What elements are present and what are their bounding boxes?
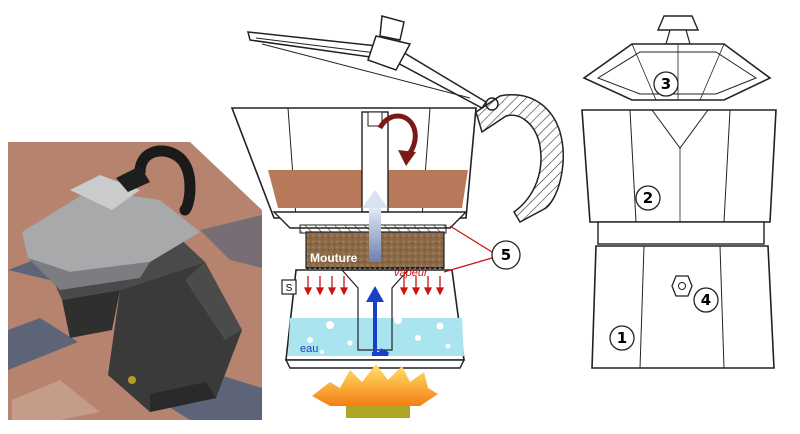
curved-flow-arrow-icon bbox=[377, 113, 418, 166]
callout-5: 5 bbox=[501, 246, 511, 264]
steam-arrow-icon bbox=[303, 276, 445, 296]
grounds-label: Mouture bbox=[310, 251, 358, 265]
callout-2: 2 bbox=[643, 189, 653, 207]
callout-1: 1 bbox=[617, 329, 627, 347]
callout-3: 3 bbox=[661, 75, 671, 93]
flame-icon bbox=[312, 364, 438, 418]
water-label: eau bbox=[300, 343, 318, 355]
safety-valve-mark: S bbox=[286, 283, 293, 294]
coffee-rise-arrow-icon bbox=[362, 190, 388, 262]
moka-pot-cross-section: S bbox=[230, 15, 564, 418]
moka-pot-3d-render bbox=[8, 142, 262, 420]
up-flow-arrow-icon bbox=[366, 286, 389, 356]
safety-valve-icon: S bbox=[281, 279, 297, 295]
safety-valve-icon bbox=[671, 275, 693, 297]
moka-pot-exterior-view: 3 2 4 1 bbox=[581, 15, 777, 369]
callout-4: 4 bbox=[701, 291, 711, 309]
steam-label: vapeur bbox=[394, 267, 429, 279]
